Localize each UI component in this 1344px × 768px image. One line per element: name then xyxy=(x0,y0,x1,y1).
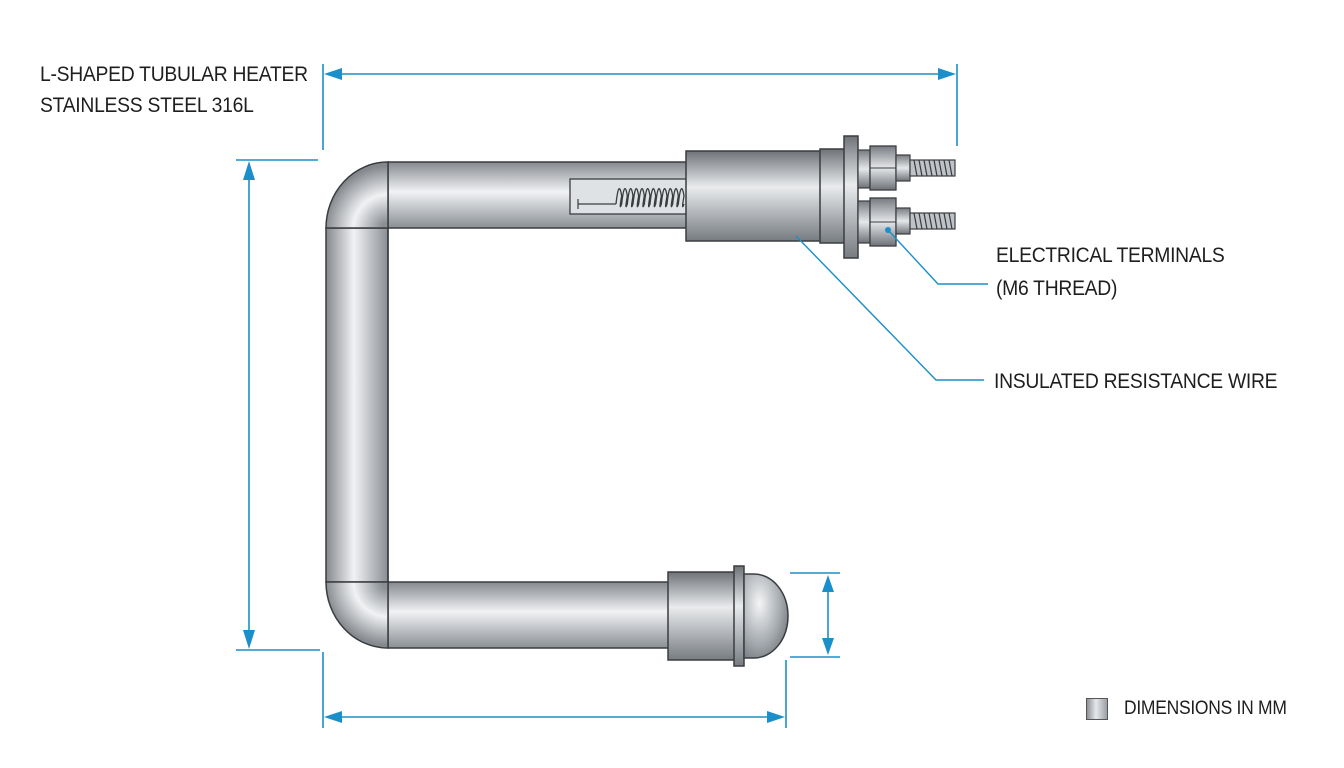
terminals-label: ELECTRICAL TERMINALS xyxy=(996,244,1225,267)
electrical-terminals xyxy=(857,145,956,247)
terminal-sleeve xyxy=(685,135,859,259)
thread-line xyxy=(948,159,953,177)
resistance-wire-label: INSULATED RESISTANCE WIRE xyxy=(994,370,1278,393)
thread-line xyxy=(918,159,923,177)
thread-line xyxy=(948,212,953,230)
resistance-coil-cutaway xyxy=(569,178,689,215)
heater-tube xyxy=(325,161,691,649)
legend-label: DIMENSIONS IN MM xyxy=(1124,698,1287,719)
title-line-1: L-SHAPED TUBULAR HEATER xyxy=(40,63,308,86)
thread-line xyxy=(923,159,928,177)
thread-line xyxy=(928,212,933,230)
end-cap xyxy=(667,565,789,667)
thread-line xyxy=(943,212,948,230)
thread-line xyxy=(928,159,933,177)
thread-line xyxy=(943,159,948,177)
thread-line xyxy=(933,159,938,177)
title-line-2: STAINLESS STEEL 316L xyxy=(40,94,254,117)
legend: DIMENSIONS IN MM xyxy=(1086,698,1301,720)
terminals-thread-label: (M6 THREAD) xyxy=(996,277,1118,300)
thread-line xyxy=(918,212,923,230)
thread-line xyxy=(913,159,918,177)
thread-line xyxy=(913,212,918,230)
thread-line xyxy=(923,212,928,230)
legend-swatch xyxy=(1086,698,1108,720)
thread-line xyxy=(933,212,938,230)
leader-lines xyxy=(795,227,988,381)
thread-line xyxy=(938,212,943,230)
thread-line xyxy=(938,159,943,177)
dimension-lines xyxy=(236,64,958,728)
